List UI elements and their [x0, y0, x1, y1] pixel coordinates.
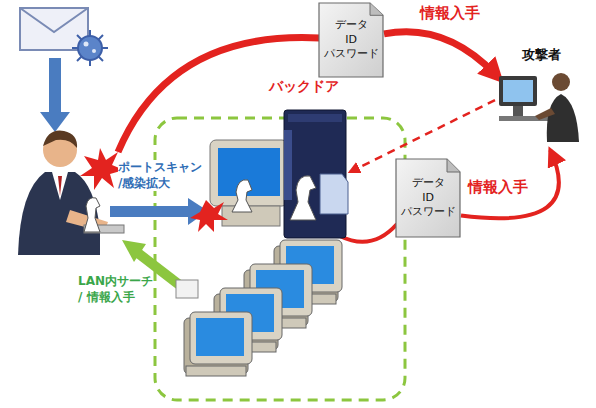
infected-pc	[190, 140, 288, 232]
data-document: データ ID パスワード	[318, 2, 384, 78]
leak-arrow	[461, 150, 559, 218]
backdoor-server: バックドア	[258, 78, 350, 240]
attacker: 攻撃者	[495, 46, 587, 150]
document-text: データ ID パスワード	[401, 176, 456, 221]
action-label: ポートスキャン /感染拡大	[118, 160, 202, 191]
node-label: 攻撃者	[495, 46, 587, 64]
action-label: LAN内サーチ / 情報入手	[78, 274, 153, 305]
mail-arrow	[40, 58, 70, 132]
document-text: データ ID パスワード	[324, 18, 379, 63]
node-label: バックドア	[258, 78, 350, 96]
edge-label: 情報入手	[420, 4, 480, 24]
virus-icon	[72, 30, 108, 66]
data-document: データ ID パスワード	[395, 158, 461, 238]
scan-arrow	[110, 198, 208, 225]
leak-arc	[340, 224, 397, 242]
lan-computers	[184, 240, 342, 376]
victim-user	[18, 131, 124, 255]
lan-computer	[184, 312, 252, 376]
backdoor-server	[258, 78, 350, 240]
edge-label: 情報入手	[468, 178, 528, 198]
leak-arrow	[384, 32, 495, 74]
